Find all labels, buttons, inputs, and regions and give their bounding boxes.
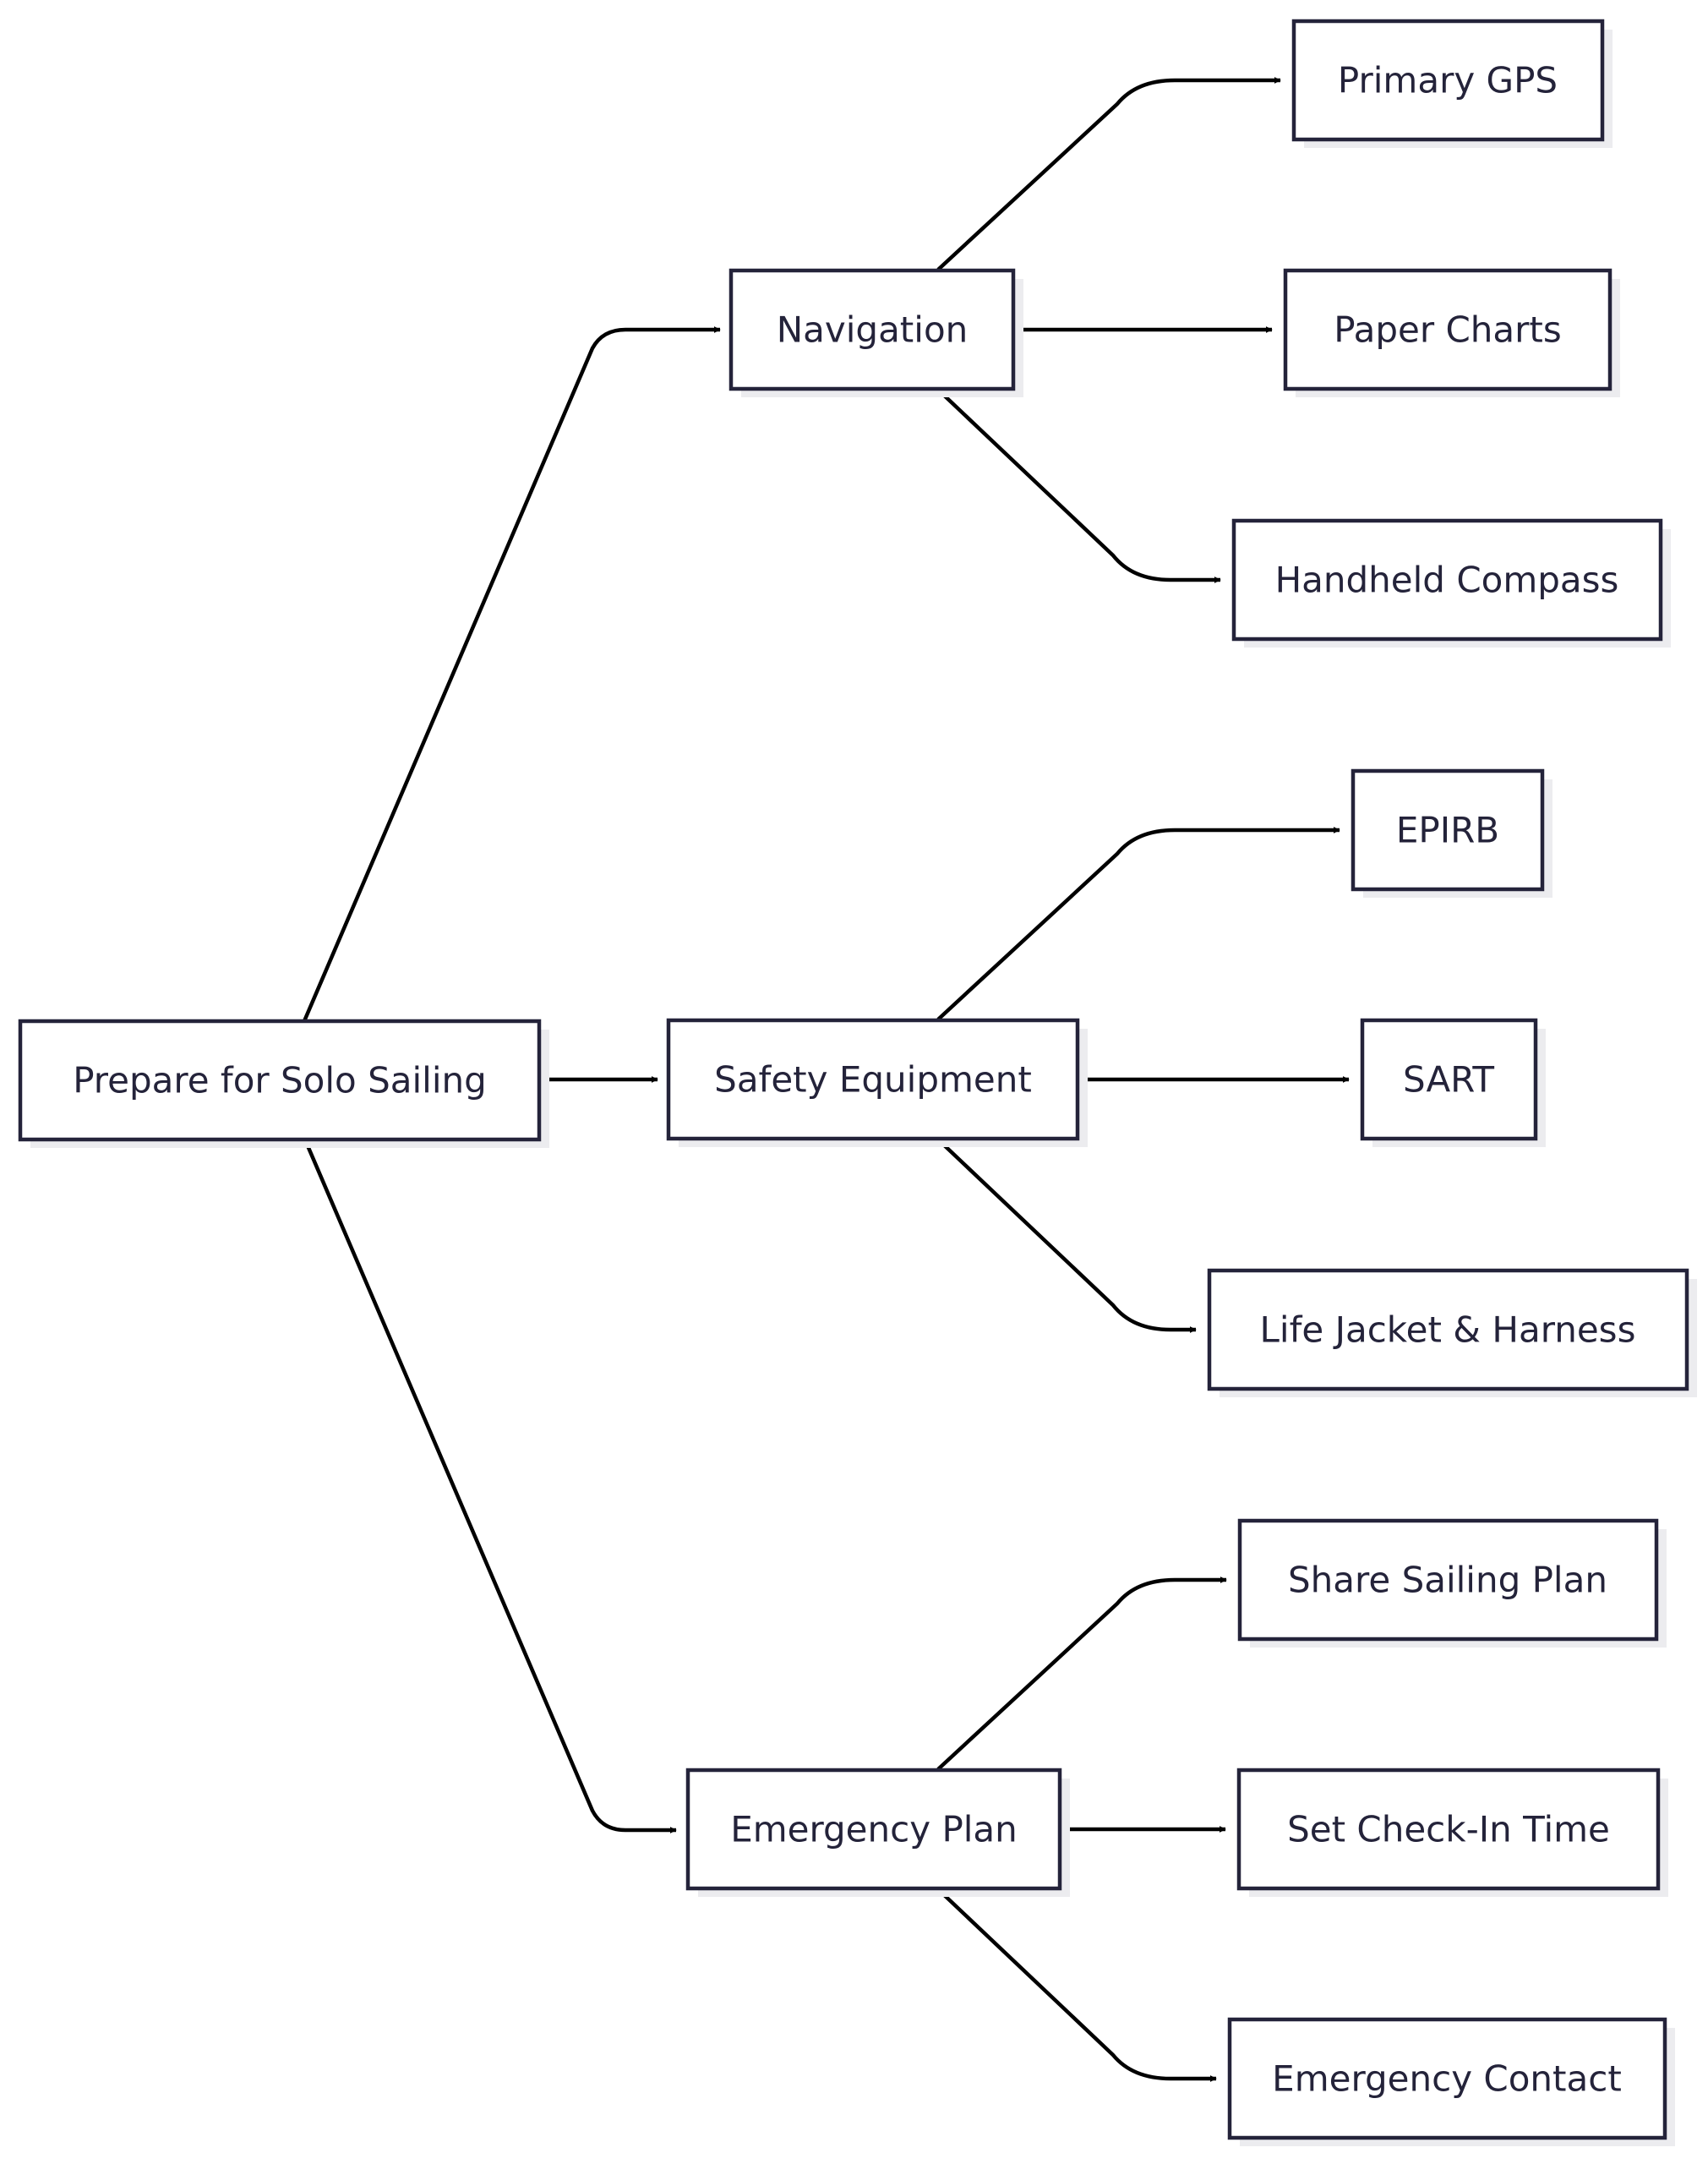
node-sart[interactable]: SART: [1360, 1018, 1546, 1147]
node-label: Set Check-In Time: [1287, 1809, 1610, 1850]
node-box: [728, 268, 1016, 391]
edge-root-to-emergency: [302, 1137, 677, 1833]
node-label: Primary GPS: [1338, 60, 1558, 101]
node-epirb[interactable]: EPIRB: [1351, 768, 1552, 898]
node-box: [1237, 1518, 1659, 1642]
node-box: [1231, 518, 1663, 642]
node-label: Emergency Plan: [730, 1809, 1018, 1850]
node-label: Navigation: [777, 309, 969, 351]
node-label: Prepare for Solo Sailing: [73, 1060, 487, 1101]
edge-emergency-to-contact: [936, 1888, 1217, 2082]
node-emergency-contact[interactable]: Emergency Contact: [1227, 2017, 1675, 2146]
node-emergency-plan[interactable]: Emergency Plan: [685, 1768, 1070, 1897]
node-life-jacket-harness[interactable]: Life Jacket & Harness: [1207, 1268, 1697, 1397]
edge-safety-to-epirb: [936, 827, 1340, 1021]
node-label: Life Jacket & Harness: [1260, 1309, 1636, 1351]
node-box: [1207, 1268, 1689, 1391]
node-label: Paper Charts: [1334, 309, 1562, 351]
node-box: [666, 1018, 1080, 1141]
edge-emergency-to-plan: [936, 1577, 1227, 1771]
edge-root-to-navigation: [302, 326, 721, 1022]
node-share-sailing-plan[interactable]: Share Sailing Plan: [1237, 1518, 1667, 1648]
node-box: [1291, 19, 1605, 142]
node-handheld-compass[interactable]: Handheld Compass: [1231, 518, 1671, 648]
node-box: [1283, 268, 1613, 391]
edge-navigation-to-gps: [936, 77, 1281, 271]
nodes: Prepare for Solo Sailing Navigation Safe…: [18, 19, 1697, 2146]
node-paper-charts[interactable]: Paper Charts: [1283, 268, 1620, 397]
node-set-check-in-time[interactable]: Set Check-In Time: [1236, 1768, 1668, 1897]
node-box: [18, 1019, 542, 1142]
edge-safety-to-lifejacket: [936, 1138, 1197, 1333]
node-primary-gps[interactable]: Primary GPS: [1291, 19, 1613, 148]
node-box: [1360, 1018, 1538, 1141]
node-box: [1351, 768, 1545, 892]
node-box: [1236, 1768, 1661, 1891]
node-box: [1227, 2017, 1667, 2140]
node-safety-equipment[interactable]: Safety Equipment: [666, 1018, 1088, 1147]
node-label: EPIRB: [1396, 810, 1499, 851]
node-label: Share Sailing Plan: [1288, 1560, 1607, 1601]
node-label: Safety Equipment: [714, 1059, 1032, 1101]
node-label: Handheld Compass: [1275, 560, 1619, 601]
node-box: [685, 1768, 1062, 1891]
node-label: Emergency Contact: [1272, 2058, 1622, 2100]
node-navigation[interactable]: Navigation: [728, 268, 1023, 397]
edges: [302, 77, 1350, 2082]
node-root[interactable]: Prepare for Solo Sailing: [18, 1019, 549, 1148]
node-label: SART: [1403, 1059, 1494, 1101]
edge-navigation-to-compass: [936, 388, 1221, 583]
